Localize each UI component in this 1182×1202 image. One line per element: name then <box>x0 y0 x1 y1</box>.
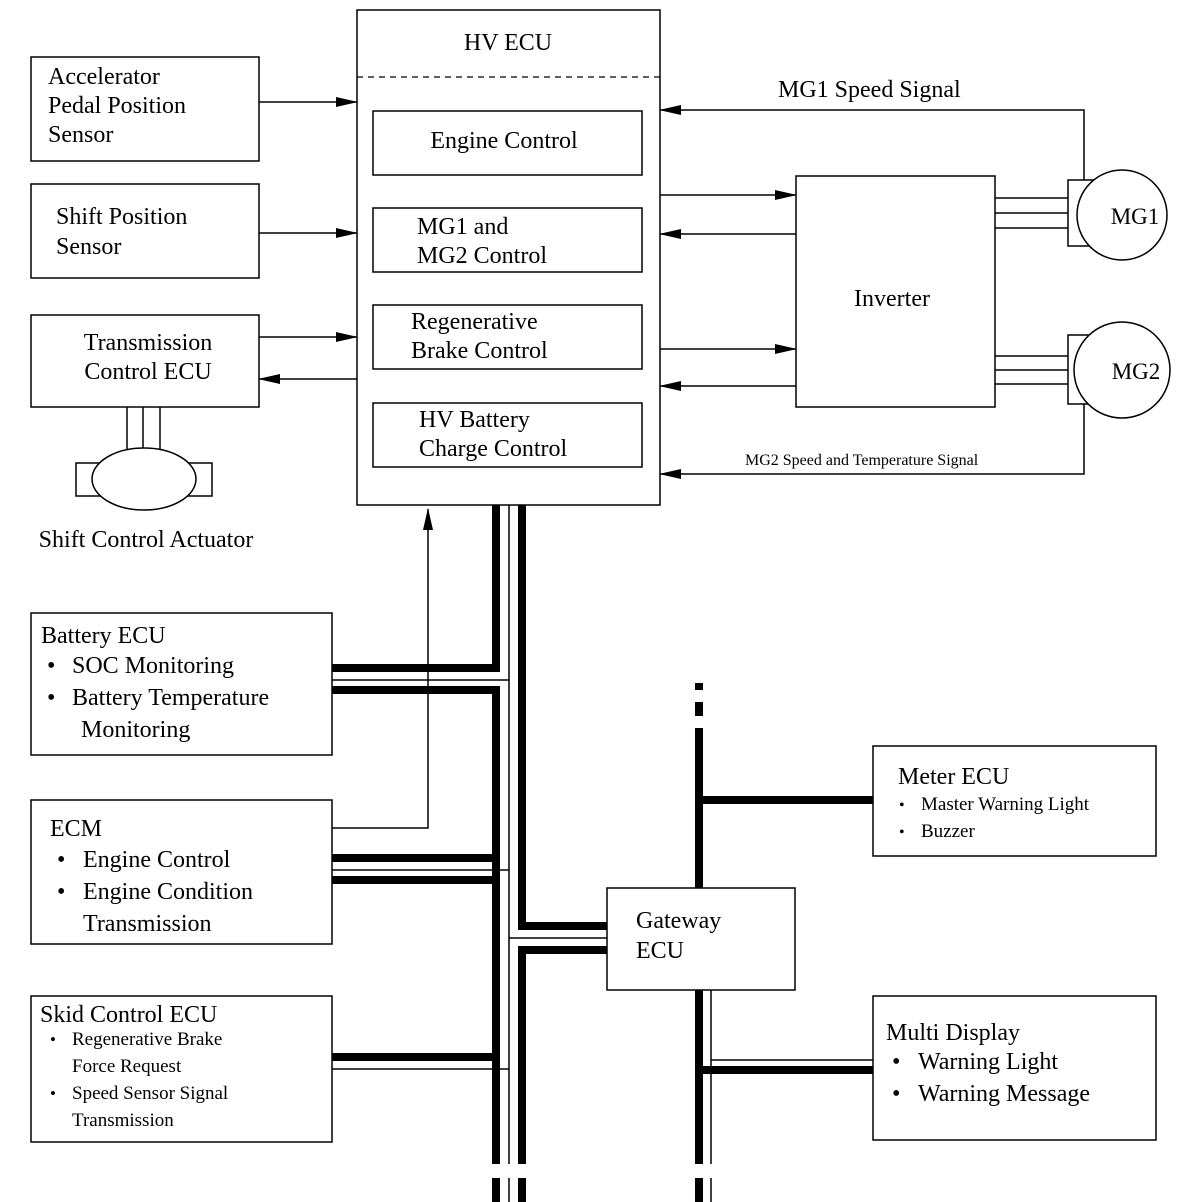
battery-ecu-bullet-1: • <box>47 653 55 679</box>
mg-control-label-1: MG1 and <box>417 214 508 240</box>
ecm-bullet-2: • <box>57 879 65 905</box>
skid-ecu-item-1-cont: Force Request <box>72 1056 182 1077</box>
transmission-ecu-label-2: Control ECU <box>84 359 211 385</box>
battery-ecu-bullet-2: • <box>47 685 55 711</box>
shift-actuator-label: Shift Control Actuator <box>39 527 254 553</box>
battery-ecu-item-2-cont: Monitoring <box>81 717 190 743</box>
mg1-label: MG1 <box>1111 204 1160 229</box>
mg1-speed-signal: MG1 Speed Signal <box>659 77 1085 180</box>
gateway-label-1: Gateway <box>636 908 721 934</box>
bus-continuation-marks <box>492 1184 712 1202</box>
battery-ecu-item-1: SOC Monitoring <box>72 653 234 679</box>
meter-ecu-item-2: Buzzer <box>921 821 975 842</box>
mg2-label: MG2 <box>1112 359 1161 384</box>
ecm-bullet-1: • <box>57 847 65 873</box>
skid-control-ecu: Skid Control ECU • Regenerative Brake Fo… <box>30 995 333 1143</box>
inverter-label: Inverter <box>854 286 930 312</box>
transmission-ecu-label-1: Transmission <box>84 330 212 356</box>
meter-ecu-item-1: Master Warning Light <box>921 794 1090 815</box>
meter-ecu-bullet-1: • <box>899 797 905 814</box>
battery-ecu-title: Battery ECU <box>41 623 166 649</box>
mg2-speed-temp-label: MG2 Speed and Temperature Signal <box>745 452 979 469</box>
shift-position-label-2: Sensor <box>56 234 121 260</box>
ecm-to-hv-arrow <box>332 508 433 829</box>
meter-ecu-bullet-2: • <box>899 824 905 841</box>
ecm-item-2-cont: Transmission <box>83 911 211 937</box>
battery-ecu: Battery ECU • SOC Monitoring • Battery T… <box>30 612 333 756</box>
skid-ecu-item-2-cont: Transmission <box>72 1110 174 1131</box>
engine-control-block: Engine Control <box>372 110 643 176</box>
battery-charge-block: HV Battery Charge Control <box>372 402 643 468</box>
can-bus-left <box>332 505 607 1184</box>
skid-ecu-title: Skid Control ECU <box>40 1002 217 1028</box>
mg1-speed-signal-label: MG1 Speed Signal <box>778 77 961 103</box>
skid-ecu-item-2: Speed Sensor Signal <box>72 1083 228 1104</box>
regen-control-label-1: Regenerative <box>411 309 538 335</box>
mg2-motor: MG2 <box>995 321 1171 419</box>
meter-ecu-title: Meter ECU <box>898 764 1009 790</box>
mg-control-block: MG1 and MG2 Control <box>372 207 643 273</box>
ecm-title: ECM <box>50 816 102 842</box>
skid-ecu-item-1: Regenerative Brake <box>72 1029 222 1050</box>
mg1-motor: MG1 <box>995 169 1168 261</box>
multi-display-item-2: Warning Message <box>918 1081 1090 1107</box>
inverter: Inverter <box>795 175 996 408</box>
transmission-control-ecu: Transmission Control ECU <box>30 314 260 408</box>
can-bus-right <box>690 683 873 1184</box>
meter-ecu: Meter ECU • Master Warning Light • Buzze… <box>872 745 1157 857</box>
ecm-item-1: Engine Control <box>83 847 231 873</box>
ecm: ECM • Engine Control • Engine Condition … <box>30 799 333 945</box>
shift-control-actuator: Shift Control Actuator <box>39 407 254 553</box>
mg2-speed-temp-signal: MG2 Speed and Temperature Signal <box>659 404 1085 479</box>
accelerator-label-3: Sensor <box>48 122 113 148</box>
accelerator-label-2: Pedal Position <box>48 93 186 119</box>
multi-display-bullet-1: • <box>892 1049 900 1075</box>
battery-charge-label-1: HV Battery <box>419 407 530 433</box>
multi-display-title: Multi Display <box>886 1020 1020 1046</box>
ecm-item-2: Engine Condition <box>83 879 253 905</box>
mg-control-label-2: MG2 Control <box>417 243 547 269</box>
accelerator-label-1: Accelerator <box>48 64 160 90</box>
shift-position-label-1: Shift Position <box>56 204 187 230</box>
multi-display: Multi Display • Warning Light • Warning … <box>872 995 1157 1141</box>
gateway-label-2: ECU <box>636 938 684 964</box>
regen-control-label-2: Brake Control <box>411 338 548 364</box>
shift-position-sensor: Shift Position Sensor <box>30 183 260 279</box>
hv-ecu-title: HV ECU <box>464 30 552 56</box>
skid-ecu-bullet-1: • <box>50 1030 56 1049</box>
battery-ecu-item-2: Battery Temperature <box>72 685 269 711</box>
hv-ecu: HV ECU Engine Control MG1 and MG2 Contro… <box>356 9 661 506</box>
regen-control-block: Regenerative Brake Control <box>372 304 643 370</box>
gateway-ecu: Gateway ECU <box>606 887 796 991</box>
multi-display-item-1: Warning Light <box>918 1049 1058 1075</box>
skid-ecu-bullet-2: • <box>50 1084 56 1103</box>
battery-charge-label-2: Charge Control <box>419 436 568 462</box>
engine-control-label: Engine Control <box>430 128 578 154</box>
accelerator-sensor: Accelerator Pedal Position Sensor <box>30 56 260 162</box>
multi-display-bullet-2: • <box>892 1081 900 1107</box>
